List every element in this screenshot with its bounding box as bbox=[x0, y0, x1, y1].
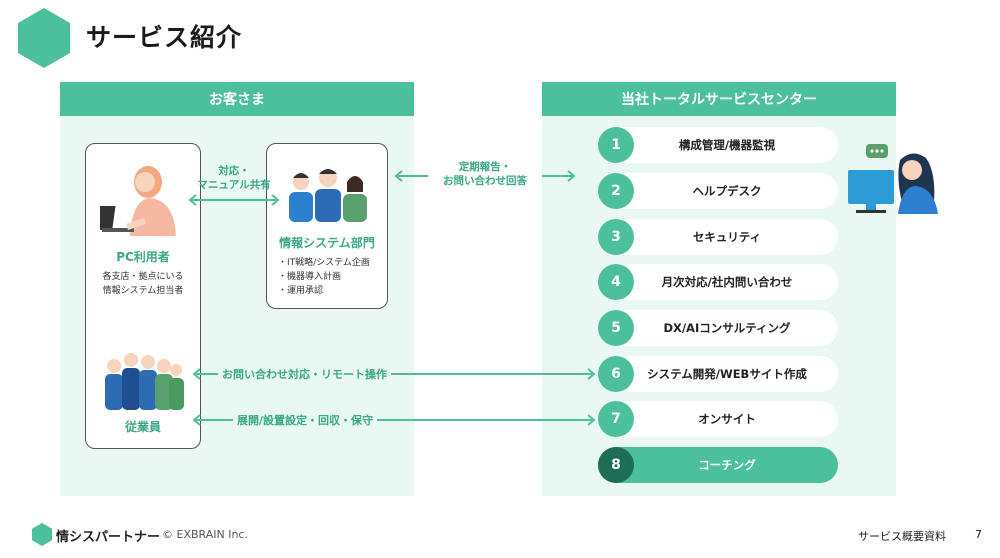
service-number: 2 bbox=[598, 173, 634, 209]
service-number: 6 bbox=[598, 356, 634, 392]
pc-it-link-label: 対応・ マニュアル共有 bbox=[197, 165, 271, 191]
pc-user-desc: 各支店・拠点にいる 情報システム担当者 bbox=[102, 272, 184, 296]
service-label: コーチング bbox=[698, 458, 756, 472]
it-dept-title: 情報システム部門 bbox=[279, 236, 375, 250]
page-number: 7 bbox=[975, 528, 982, 541]
service-item-7: 7 オンサイト bbox=[598, 401, 838, 437]
pc-user-title: PC利用者 bbox=[116, 250, 170, 264]
service-number: 3 bbox=[598, 219, 634, 255]
staff-title: 従業員 bbox=[124, 420, 161, 434]
logo-icon bbox=[32, 523, 52, 546]
onsite-link-label: 展開/設置設定・回収・保守 bbox=[233, 412, 378, 428]
service-number: 1 bbox=[598, 127, 634, 163]
service-item-4: 4 月次対応/社内問い合わせ bbox=[598, 264, 838, 300]
service-number: 4 bbox=[598, 264, 634, 300]
page-title: サービス紹介 bbox=[86, 23, 243, 52]
remote-link-label: お問い合わせ対応・リモート操作 bbox=[218, 366, 391, 382]
copyright: © EXBRAIN Inc. bbox=[162, 528, 248, 541]
pc-it-double-arrow-icon bbox=[188, 194, 280, 206]
service-label: システム開発/WEBサイト作成 bbox=[647, 367, 807, 381]
it-team-icon bbox=[289, 169, 367, 222]
customer-panel-title: お客さま bbox=[60, 82, 414, 116]
service-item-2: 2 ヘルプデスク bbox=[598, 173, 838, 209]
support-operator-icon bbox=[848, 144, 938, 214]
service-label: 月次対応/社内問い合わせ bbox=[661, 275, 793, 289]
service-item-3: 3 セキュリティ bbox=[598, 219, 838, 255]
it-dept-bullets: ・IT戦略/システム企画 ・機器導入計画 ・運用承認 bbox=[278, 258, 370, 296]
service-number: 5 bbox=[598, 310, 634, 346]
footer-logo: 情シスパートナー bbox=[56, 530, 161, 545]
service-label: セキュリティ bbox=[692, 230, 762, 244]
service-item-8: 8 コーチング bbox=[598, 447, 838, 483]
service-center-title: 当社トータルサービスセンター bbox=[542, 82, 896, 116]
document-name: サービス概要資料 bbox=[858, 530, 946, 543]
pc-user-illustration-icon bbox=[100, 166, 176, 236]
service-label: 構成管理/機器監視 bbox=[678, 138, 776, 152]
service-number: 8 bbox=[598, 447, 634, 483]
hexagon-icon bbox=[18, 8, 70, 68]
service-item-1: 1 構成管理/機器監視 bbox=[598, 127, 838, 163]
service-label: ヘルプデスク bbox=[692, 184, 762, 198]
service-number: 7 bbox=[598, 401, 634, 437]
staff-group-icon bbox=[105, 353, 184, 410]
service-label: オンサイト bbox=[698, 412, 756, 426]
service-item-5: 5 DX/AIコンサルティング bbox=[598, 310, 838, 346]
service-item-6: 6 システム開発/WEBサイト作成 bbox=[598, 356, 838, 392]
report-link-label: 定期報告・ お問い合わせ回答 bbox=[428, 160, 542, 188]
service-label: DX/AIコンサルティング bbox=[663, 321, 791, 335]
